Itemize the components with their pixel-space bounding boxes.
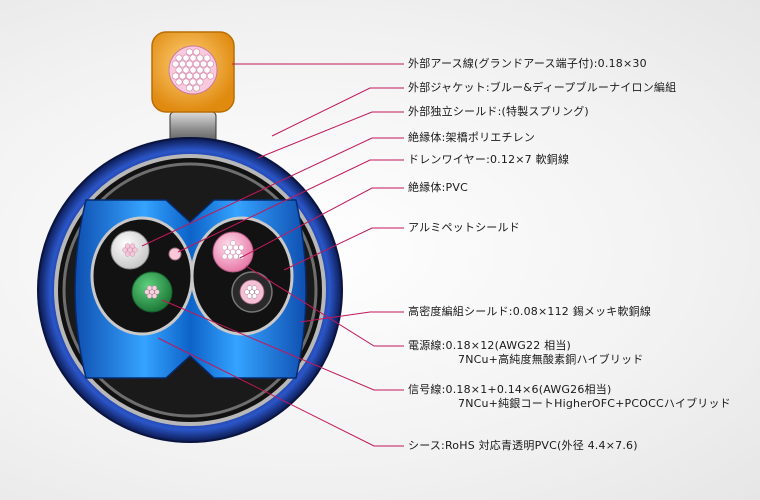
label-signal-wire: 信号線:0.18×1+0.14×6(AWG26相当) 7NCu+純銀コートHig… — [408, 383, 731, 411]
signal-wire-green-strands — [144, 285, 160, 299]
label-sheath: シース:RoHS 対応青透明PVC(外径 4.4×7.6) — [408, 439, 638, 452]
label-signal-wire-line1: 信号線:0.18×1+0.14×6(AWG26相当) — [408, 383, 612, 396]
label-power-wire-line1: 電源線:0.18×12(AWG22 相当) — [408, 339, 572, 352]
ground-wire-strands — [172, 48, 215, 92]
leader-sheath — [157, 337, 404, 447]
signal-wire-black-strands — [244, 285, 260, 299]
label-signal-wire-line2: 7NCu+純銀コートHigherOFC+PCOCCハイブリッド — [458, 397, 731, 410]
label-outer-shield: 外部独立シールド:(特製スプリング) — [408, 105, 589, 118]
leader-outer-shield — [257, 111, 404, 159]
label-power-wire: 電源線:0.18×12(AWG22 相当) 7NCu+高純度無酸素銅ハイブリッド — [408, 339, 643, 367]
label-insulator-2: 絶縁体:PVC — [408, 181, 468, 194]
leader-power-wire — [245, 265, 404, 347]
leader-lines — [141, 63, 404, 447]
label-braided-shield: 高密度編組シールド:0.08×112 錫メッキ軟銅線 — [408, 305, 652, 318]
leader-braided-shield — [299, 311, 404, 323]
label-drain-wire: ドレンワイヤー:0.12×7 軟銅線 — [408, 153, 570, 166]
ground-wire-assembly — [151, 31, 235, 149]
leader-insulator-1 — [141, 137, 404, 247]
power-wire-white-strands — [122, 243, 138, 257]
label-outer-jacket: 外部ジャケット:ブルー&ディープブルーナイロン編組 — [408, 81, 677, 94]
leader-drain-wire — [177, 159, 404, 253]
leader-insulator-2 — [239, 187, 404, 259]
drain-wire — [168, 247, 182, 261]
label-ground-wire: 外部アース線(グランドアース端子付):0.18×30 — [408, 57, 647, 70]
leader-signal-wire — [161, 299, 404, 391]
leader-outer-jacket — [271, 87, 404, 137]
label-aluminum-shield: アルミペットシールド — [408, 221, 520, 234]
label-power-wire-line2: 7NCu+高純度無酸素銅ハイブリッド — [458, 353, 644, 366]
power-wire-pink-strands — [221, 240, 245, 260]
leader-aluminum-shield — [283, 227, 404, 271]
label-insulator-1: 絶縁体:架橋ポリエチレン — [408, 131, 536, 144]
